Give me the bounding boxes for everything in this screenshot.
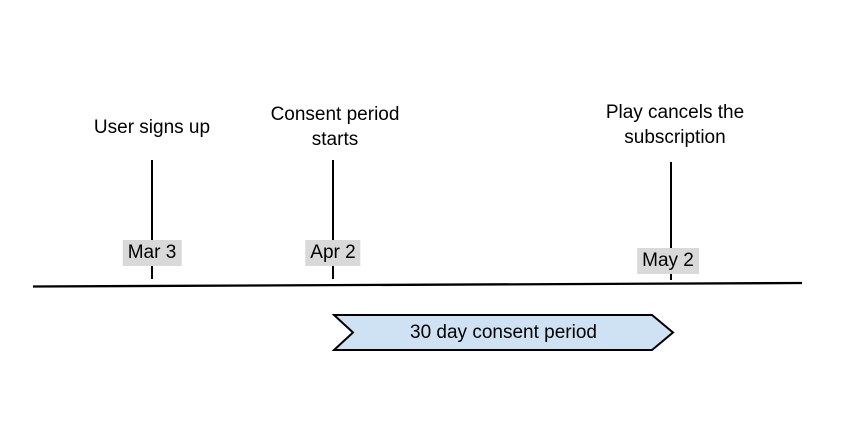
event-date-badge: May 2 (637, 248, 699, 274)
timeline-axis-line (32, 281, 803, 288)
event-tick-line (332, 160, 334, 279)
event-tick-line (670, 162, 672, 280)
event-tick-line (151, 160, 153, 279)
consent-period-arrow: 30 day consent period (332, 313, 675, 352)
consent-period-arrow-label: 30 day consent period (410, 322, 597, 343)
event-title: Consent period starts (270, 104, 400, 150)
consent-period-arrow-shape (332, 314, 675, 351)
event-title: Play cancels the subscription (605, 102, 745, 148)
event-date-badge: Mar 3 (122, 240, 182, 266)
event-title: User signs up (93, 117, 211, 138)
chevron-arrow-polygon (332, 314, 675, 351)
event-date-badge: Apr 2 (305, 240, 361, 266)
